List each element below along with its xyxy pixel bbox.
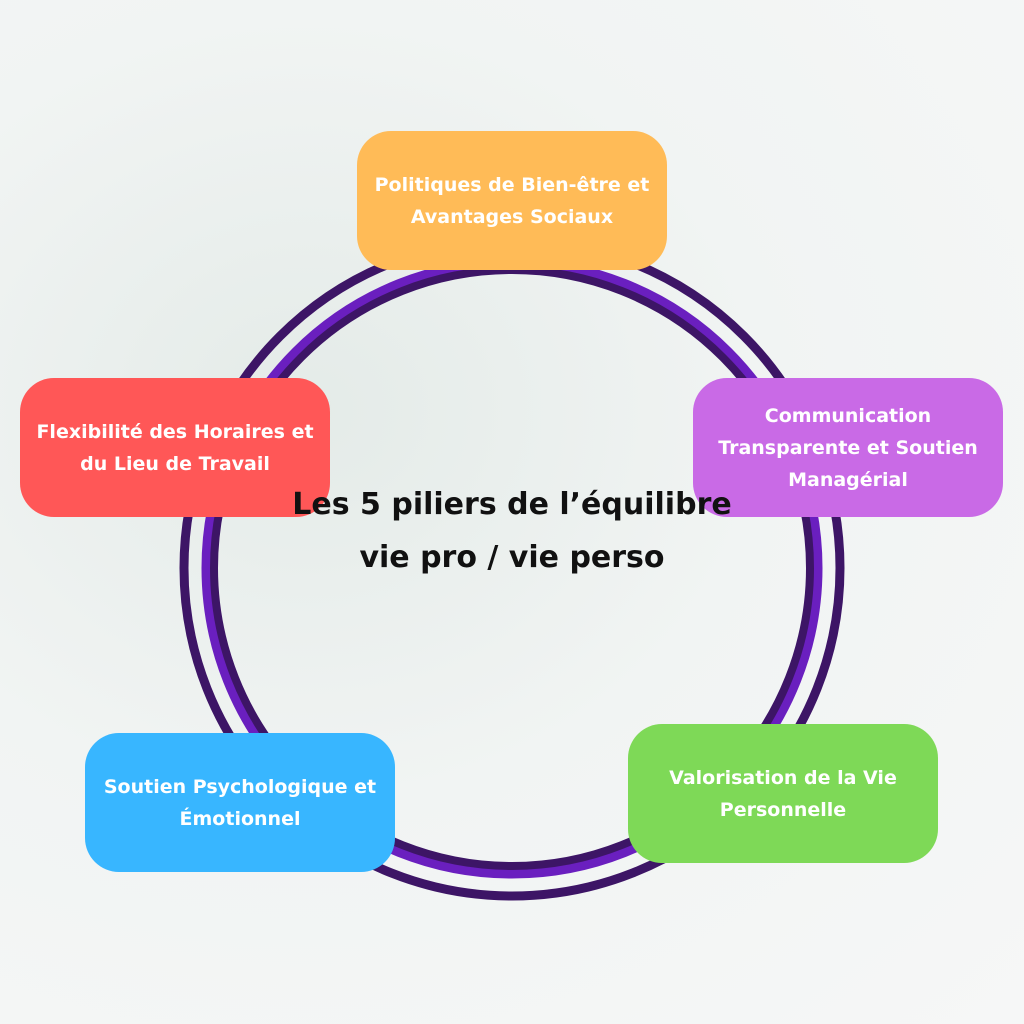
diagram-title: Les 5 piliers de l’équilibre vie pro / v…	[292, 487, 732, 575]
pillar-psychological-support: Soutien Psychologique et Émotionnel	[85, 733, 395, 872]
pillar-communication: Communication Transparente et Soutien Ma…	[693, 378, 1003, 517]
pillar-wellbeing-policies: Politiques de Bien-être et Avantages Soc…	[357, 131, 667, 270]
pillar-personal-life: Valorisation de la Vie Personnelle	[628, 724, 938, 863]
pillar-flexibility: Flexibilité des Horaires et du Lieu de T…	[20, 378, 330, 517]
